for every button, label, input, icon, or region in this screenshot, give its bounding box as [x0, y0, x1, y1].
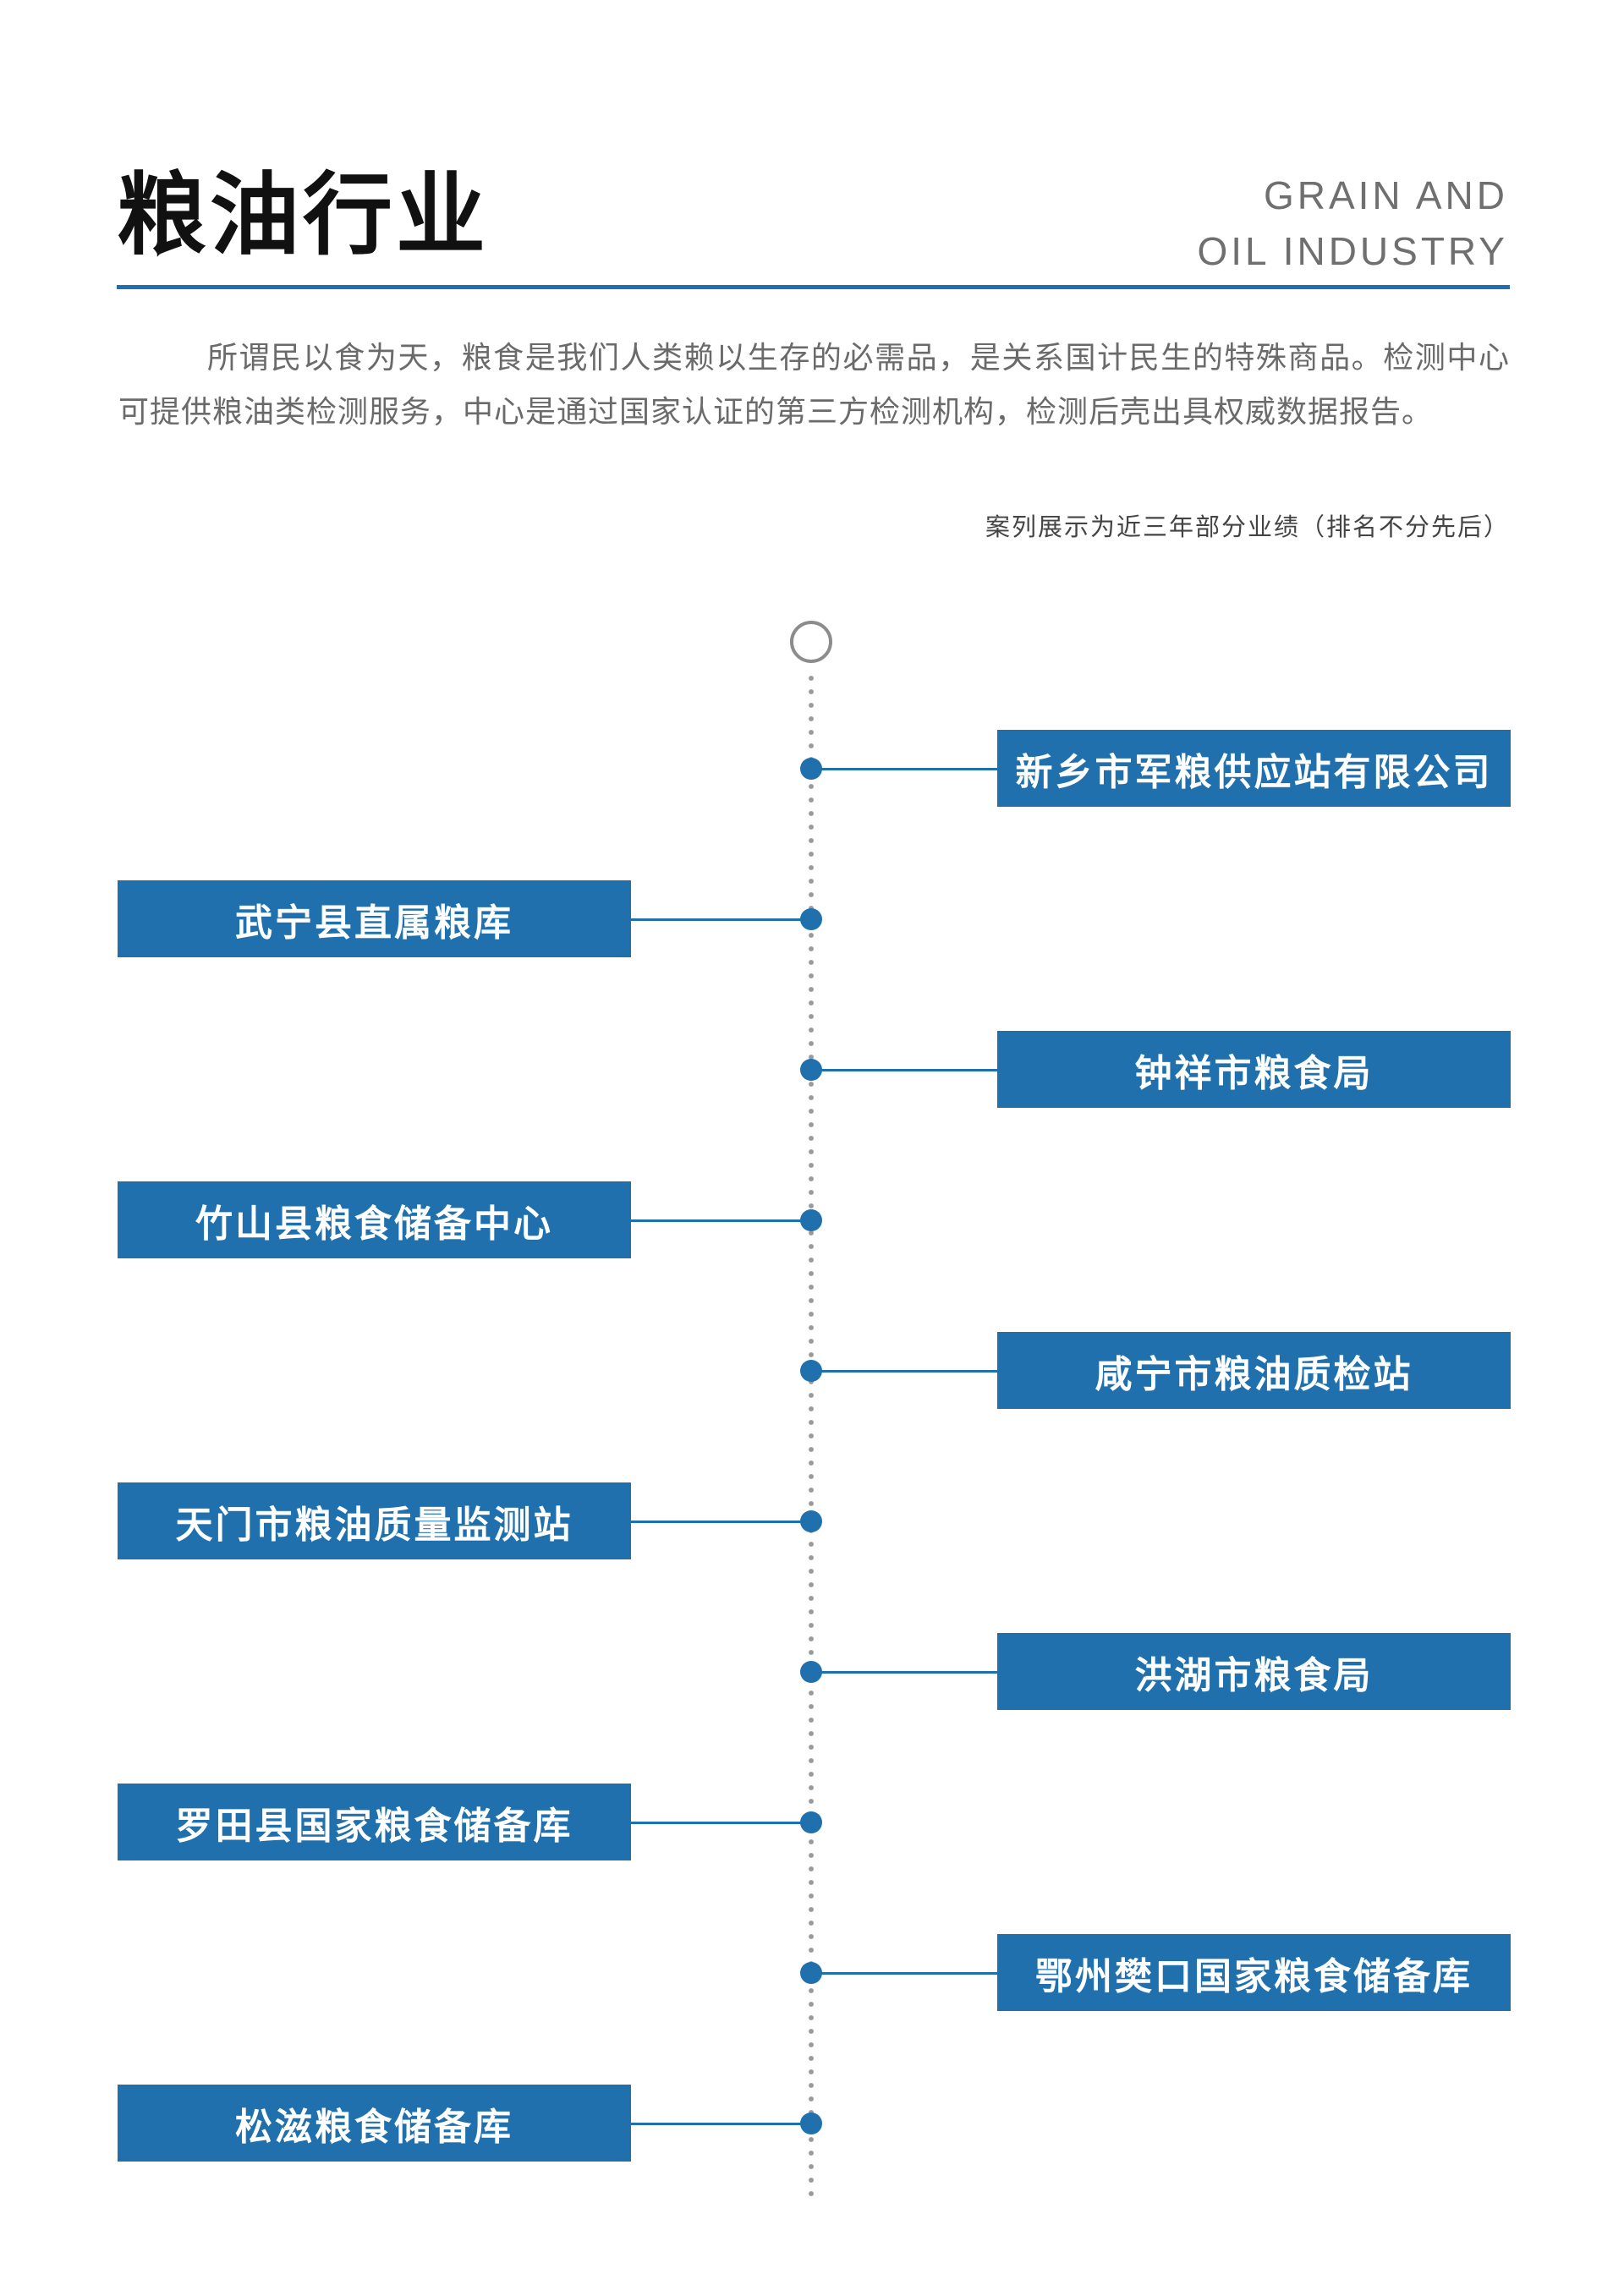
subtitle-line-1: GRAIN AND — [1263, 173, 1508, 217]
timeline-item-label: 新乡市军粮供应站有限公司 — [1015, 750, 1493, 794]
timeline-item-label: 罗田县国家粮食储备库 — [175, 1804, 573, 1848]
case-note: 案列展示为近三年部分业绩（排名不分先后） — [985, 512, 1510, 541]
timeline-dot — [800, 1962, 822, 1984]
timeline-connector — [628, 1219, 811, 1222]
timeline-connector — [811, 1671, 997, 1674]
timeline-connector — [811, 1972, 997, 1975]
timeline-connector — [811, 768, 997, 770]
timeline-item-label: 武宁县直属粮库 — [235, 901, 513, 945]
timeline-item-label: 天门市粮油质量监测站 — [175, 1503, 573, 1547]
timeline-item-label: 钟祥市粮食局 — [1134, 1051, 1374, 1095]
timeline-line — [809, 671, 814, 2202]
timeline-item-box: 武宁县直属粮库 — [118, 880, 631, 957]
timeline-item-label: 洪湖市粮食局 — [1134, 1653, 1374, 1697]
timeline-dot — [800, 758, 822, 780]
timeline-dot — [800, 908, 822, 930]
timeline-dot — [800, 1811, 822, 1833]
timeline-item-box: 鄂州樊口国家粮食储备库 — [997, 1934, 1511, 2011]
subtitle-line-2: OIL INDUSTRY — [1197, 229, 1508, 273]
timeline-start-circle — [790, 621, 832, 663]
timeline-connector — [628, 2123, 811, 2125]
timeline-item-box: 松滋粮食储备库 — [118, 2085, 631, 2162]
timeline-item-box: 钟祥市粮食局 — [997, 1031, 1511, 1108]
timeline-connector — [628, 1521, 811, 1523]
timeline-dot — [800, 1209, 822, 1231]
timeline-item-box: 咸宁市粮油质检站 — [997, 1332, 1511, 1409]
timeline-item-label: 竹山县粮食储备中心 — [195, 1202, 553, 1246]
timeline-connector — [811, 1069, 997, 1071]
timeline-item-box: 罗田县国家粮食储备库 — [118, 1784, 631, 1860]
timeline-dot — [800, 2112, 822, 2134]
timeline-item-label: 咸宁市粮油质检站 — [1095, 1352, 1413, 1396]
timeline-dot — [800, 1661, 822, 1683]
timeline-connector — [628, 918, 811, 921]
timeline-dot — [800, 1510, 822, 1532]
timeline-item-box: 竹山县粮食储备中心 — [118, 1181, 631, 1258]
timeline-connector — [811, 1370, 997, 1373]
page-title: 粮油行业 — [117, 163, 489, 267]
timeline-item-label: 鄂州樊口国家粮食储备库 — [1035, 1954, 1473, 1998]
timeline-item-box: 天门市粮油质量监测站 — [118, 1482, 631, 1559]
timeline-connector — [628, 1822, 811, 1824]
timeline-dot — [800, 1360, 822, 1382]
timeline-item-label: 松滋粮食储备库 — [235, 2105, 513, 2149]
timeline-dot — [800, 1059, 822, 1081]
intro-paragraph: 所谓民以食为天，粮食是我们人类赖以生存的必需品，是关系国计民生的特殊商品。检测中… — [118, 341, 1510, 430]
timeline-item-box: 新乡市军粮供应站有限公司 — [997, 730, 1511, 807]
timeline-item-box: 洪湖市粮食局 — [997, 1633, 1511, 1710]
english-subtitle: GRAIN AND OIL INDUSTRY — [1197, 167, 1508, 279]
header-divider — [117, 285, 1510, 289]
